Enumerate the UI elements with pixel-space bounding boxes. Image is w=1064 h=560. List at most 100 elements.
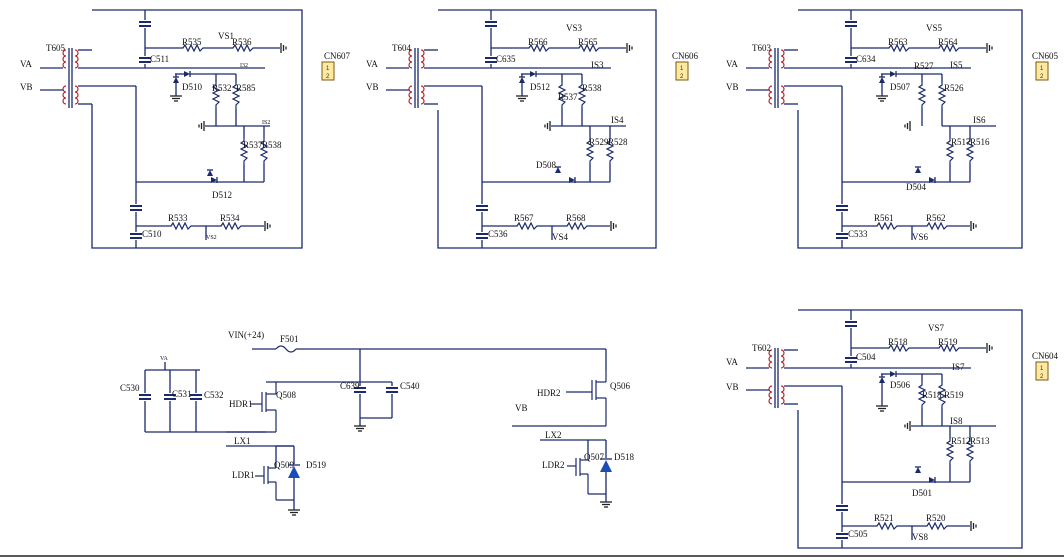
res-mid1-label: R532 [212,83,232,93]
mosfet-q507 [567,454,589,494]
i-top-label: I32 [240,63,248,69]
cap-top-label: C634 [856,54,876,64]
cap-top-label: C504 [856,352,876,362]
cap-top-label: C635 [496,54,516,64]
res-bot1-label: R567 [514,213,534,223]
transformer-label: T603 [752,43,771,53]
i-low-label: IS2 [262,120,270,126]
mosfet-q509 [255,462,277,500]
transformer-label: T604 [392,43,411,53]
res-bot2-label: R520 [926,513,946,523]
res-bot1-label: R561 [874,213,894,223]
v-bot-label: VS4 [552,232,569,242]
transformer [40,48,136,110]
lx2-label: LX2 [545,430,562,440]
res-low1-label: R529 [589,137,609,147]
transformer [386,48,482,108]
v-top-label: VS5 [926,23,943,33]
diode-top-label: D507 [890,82,910,92]
diode-bot-label: D508 [536,160,556,170]
d519-label: D519 [306,460,326,470]
driver-section: VIN(+24) F501 VA C530 C531 C532 [120,330,634,516]
v-bot-label: VS8 [912,532,929,542]
channel-block-2: T604 VA VB C635 R566 R565 VS3 D512 IS3 R… [366,9,699,249]
connector-pin1: 1 [326,66,330,72]
input-b-label: VB [366,82,379,92]
res-low2-label: R513 [970,436,990,446]
res-mid1-label: R527 [914,61,934,71]
cap-bot-label: C510 [142,229,162,239]
cap-bot-label: C533 [848,229,868,239]
connector-pin2: 2 [1040,374,1044,380]
res-top1-label: R566 [528,37,548,47]
connector: 1 2 [675,61,689,81]
connector-label: CN604 [1032,351,1059,361]
i-low-label: IS4 [611,115,624,125]
res-mid2-label: R538 [582,83,602,93]
cap-top-label: C511 [150,54,169,64]
cap2-label: C531 [172,389,192,399]
res-low1-label: R517 [951,137,971,147]
channel-block-1: T605 VA VB C511 R535 R536 VS1 D510 I32 [20,9,351,249]
connector: 1 2 [321,61,335,81]
cap-bot-label: C505 [848,529,868,539]
input-b-label: VB [20,82,33,92]
cap1-label: C530 [120,383,140,393]
cap5-label: C540 [400,381,420,391]
ldr1-label: LDR1 [232,470,255,480]
connector-label: CN605 [1032,51,1059,61]
transformer-label: T605 [46,43,65,53]
res-low2-label: R538 [262,140,282,150]
input-b-label: VB [726,382,739,392]
res-mid1-label: R537 [558,92,578,102]
diode-bot-label: D501 [912,488,932,498]
connector-label: CN606 [672,51,699,61]
res-bot1-label: R521 [874,513,894,523]
connector: 1 2 [1035,361,1049,381]
res-mid2-label: R526 [944,83,964,93]
hdr1-label: HDR1 [229,399,253,409]
input-b-label: VB [726,82,739,92]
diode-top-label: D510 [182,82,202,92]
res-mid2-label: R585 [236,83,256,93]
d518-label: D518 [614,452,634,462]
res-top1-label: R535 [182,37,202,47]
q509-label: Q509 [274,460,294,470]
transformer-label: T602 [752,343,771,353]
res-bot2-label: R568 [566,213,586,223]
cap4-label: C639 [340,381,360,391]
diode-bot-label: D504 [906,182,926,192]
connector: 1 2 [1035,61,1049,81]
v-top-label: VS1 [218,31,234,41]
input-a-label: VA [366,59,378,69]
res-top2-label: R536 [232,37,252,47]
q506-label: Q506 [610,381,630,391]
cap-bot-label: C536 [488,229,508,239]
channel-block-3: T603 VA VB C634 R563 R564 VS5 D507 IS5 R… [726,9,1059,249]
diode-bot-label: D512 [212,190,232,200]
res-mid1-label: R518 [922,390,942,400]
res-low2-label: R528 [608,137,628,147]
mosfet-q508 [250,382,277,432]
i-top-label: IS3 [591,60,604,70]
v-bot-label: VS2 [206,235,217,241]
i-low-label: IS8 [950,416,963,426]
i-low-label: IS6 [973,115,986,125]
q508-label: Q508 [276,390,296,400]
connector-pin1: 1 [1040,366,1044,372]
v-bot-label: VS6 [912,232,929,242]
res-top2-label: R564 [938,37,958,47]
channel-block-4: T602 VA VB C504 R518 R519 VS7 D506 IS7 R… [726,309,1059,549]
res-low1-label: R512 [951,436,971,446]
transformer [746,48,842,108]
res-bot1-label: R533 [168,213,188,223]
res-low1-label: R537 [243,140,263,150]
i-top-label: IS7 [952,362,965,372]
res-bot2-label: R562 [926,213,946,223]
input-a-label: VA [726,357,738,367]
connector-pin2: 2 [326,74,330,80]
va-label: VA [160,356,169,362]
diode-top-label: D506 [890,380,910,390]
cap3-label: C532 [204,390,224,400]
